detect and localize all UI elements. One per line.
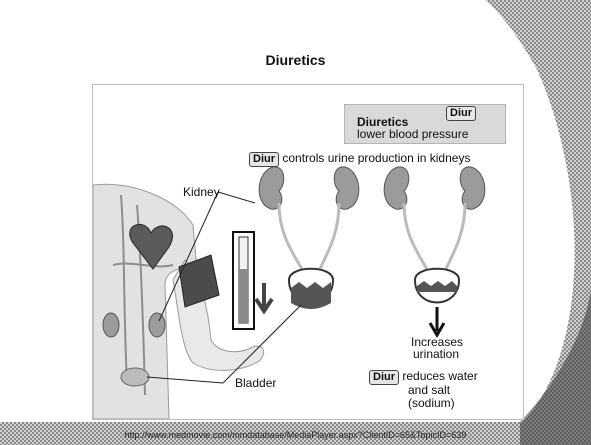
diuretics-figure: Diuretics Diur lower blood pressure Diur… <box>92 84 524 420</box>
increases-line-2: urination <box>413 347 459 361</box>
bladder-label: Bladder <box>235 376 276 390</box>
controls-line: Diur controls urine production in kidney… <box>249 151 470 167</box>
increase-arrow-icon <box>430 307 444 335</box>
ureter-tubes <box>279 203 339 271</box>
kidney-icon <box>460 167 485 209</box>
bladder-fluid <box>417 281 457 292</box>
reduces-text-1: reduces water <box>402 369 477 383</box>
kidney-icon <box>334 167 359 209</box>
source-url[interactable]: http://www.medmovie.com/mmdatabase/Media… <box>0 430 591 440</box>
drug-tag: Diur <box>446 106 476 121</box>
slide-title: Diuretics <box>0 52 591 68</box>
info-drug-tag: Diur <box>446 105 476 121</box>
kidney-pointer-line <box>218 192 255 203</box>
drug-tag: Diur <box>369 370 399 385</box>
controls-text: controls urine production in kidneys <box>282 151 470 165</box>
info-text: lower blood pressure <box>357 127 468 141</box>
ureter-tubes <box>404 203 465 271</box>
pressure-gauge-level <box>239 269 248 323</box>
reduces-line-2: and salt <box>408 383 450 397</box>
body-kidney-left-icon <box>103 313 119 337</box>
body-bladder-icon <box>121 368 149 386</box>
kidney-icon <box>259 167 284 209</box>
kidney-icon <box>384 167 409 209</box>
down-arrow-icon <box>256 283 272 311</box>
drug-tag: Diur <box>249 152 279 167</box>
kidney-label: Kidney <box>183 185 220 199</box>
body-kidney-right-icon <box>149 313 165 337</box>
reduces-line-3: (sodium) <box>408 396 455 410</box>
